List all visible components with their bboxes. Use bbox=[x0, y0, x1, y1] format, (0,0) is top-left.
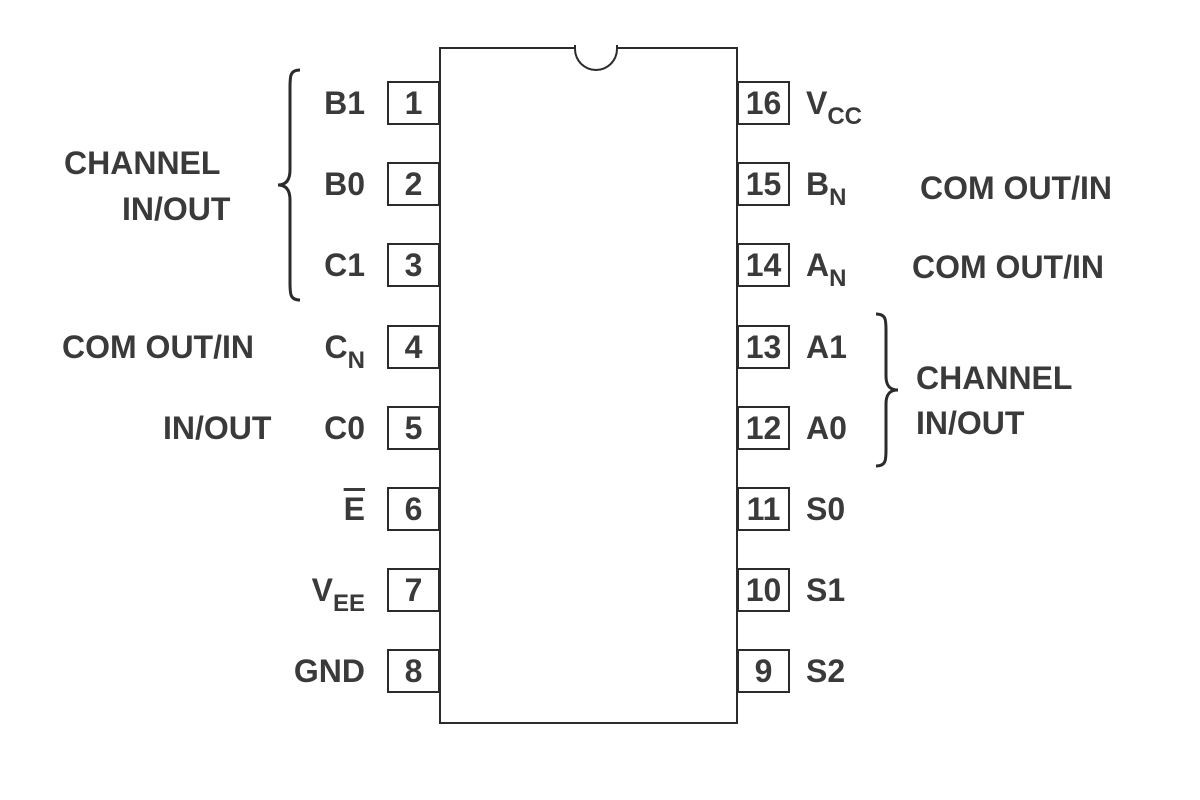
pin-15: 15 bbox=[737, 162, 790, 206]
pin-4: 4 bbox=[387, 325, 440, 369]
signal-pin-4: CN bbox=[324, 329, 365, 374]
signal-pin-8: GND bbox=[293, 653, 365, 689]
pin14-description: COM OUT/IN bbox=[912, 249, 1104, 285]
left-group-brace bbox=[277, 68, 301, 302]
pin-10: 10 bbox=[737, 568, 790, 612]
pin-7: 7 bbox=[387, 568, 440, 612]
pin4-description: COM OUT/IN bbox=[62, 329, 254, 365]
signal-pin-11: S0 bbox=[806, 491, 846, 527]
pin-6: 6 bbox=[387, 487, 440, 531]
signal-pin-6: E bbox=[343, 491, 365, 527]
pin-2: 2 bbox=[387, 162, 440, 206]
pin-1: 1 bbox=[387, 81, 440, 125]
signal-pin-14: AN bbox=[806, 247, 847, 292]
pin-13: 13 bbox=[737, 325, 790, 369]
left-channel-label-line2: IN/OUT bbox=[122, 191, 231, 227]
right-channel-label-line2: IN/OUT bbox=[916, 405, 1025, 441]
pin-11: 11 bbox=[737, 487, 790, 531]
signal-pin-1: B1 bbox=[324, 85, 365, 121]
left-channel-label-line1: CHANNEL bbox=[64, 145, 221, 181]
signal-pin-15: BN bbox=[806, 166, 847, 211]
signal-pin-9: S2 bbox=[806, 653, 846, 689]
pin-12: 12 bbox=[737, 406, 790, 450]
signal-pin-10: S1 bbox=[806, 572, 846, 608]
signal-pin-13: A1 bbox=[806, 329, 847, 365]
ic-package-body bbox=[439, 47, 738, 724]
signal-pin-3: C1 bbox=[324, 247, 365, 283]
signal-pin-2: B0 bbox=[324, 166, 365, 202]
pin15-description: COM OUT/IN bbox=[920, 170, 1112, 206]
pin-8: 8 bbox=[387, 649, 440, 693]
right-channel-label-line1: CHANNEL bbox=[916, 360, 1073, 396]
pin-14: 14 bbox=[737, 243, 790, 287]
pin-16: 16 bbox=[737, 81, 790, 125]
signal-pin-16: VCC bbox=[806, 85, 863, 130]
signal-pin-7: VEE bbox=[311, 572, 365, 617]
pin-9: 9 bbox=[737, 649, 790, 693]
pin5-description: IN/OUT bbox=[163, 410, 272, 446]
signal-pin-5: C0 bbox=[324, 410, 365, 446]
pin-3: 3 bbox=[387, 243, 440, 287]
pin-5: 5 bbox=[387, 406, 440, 450]
signal-pin-12: A0 bbox=[806, 410, 847, 446]
right-group-brace bbox=[875, 312, 899, 468]
